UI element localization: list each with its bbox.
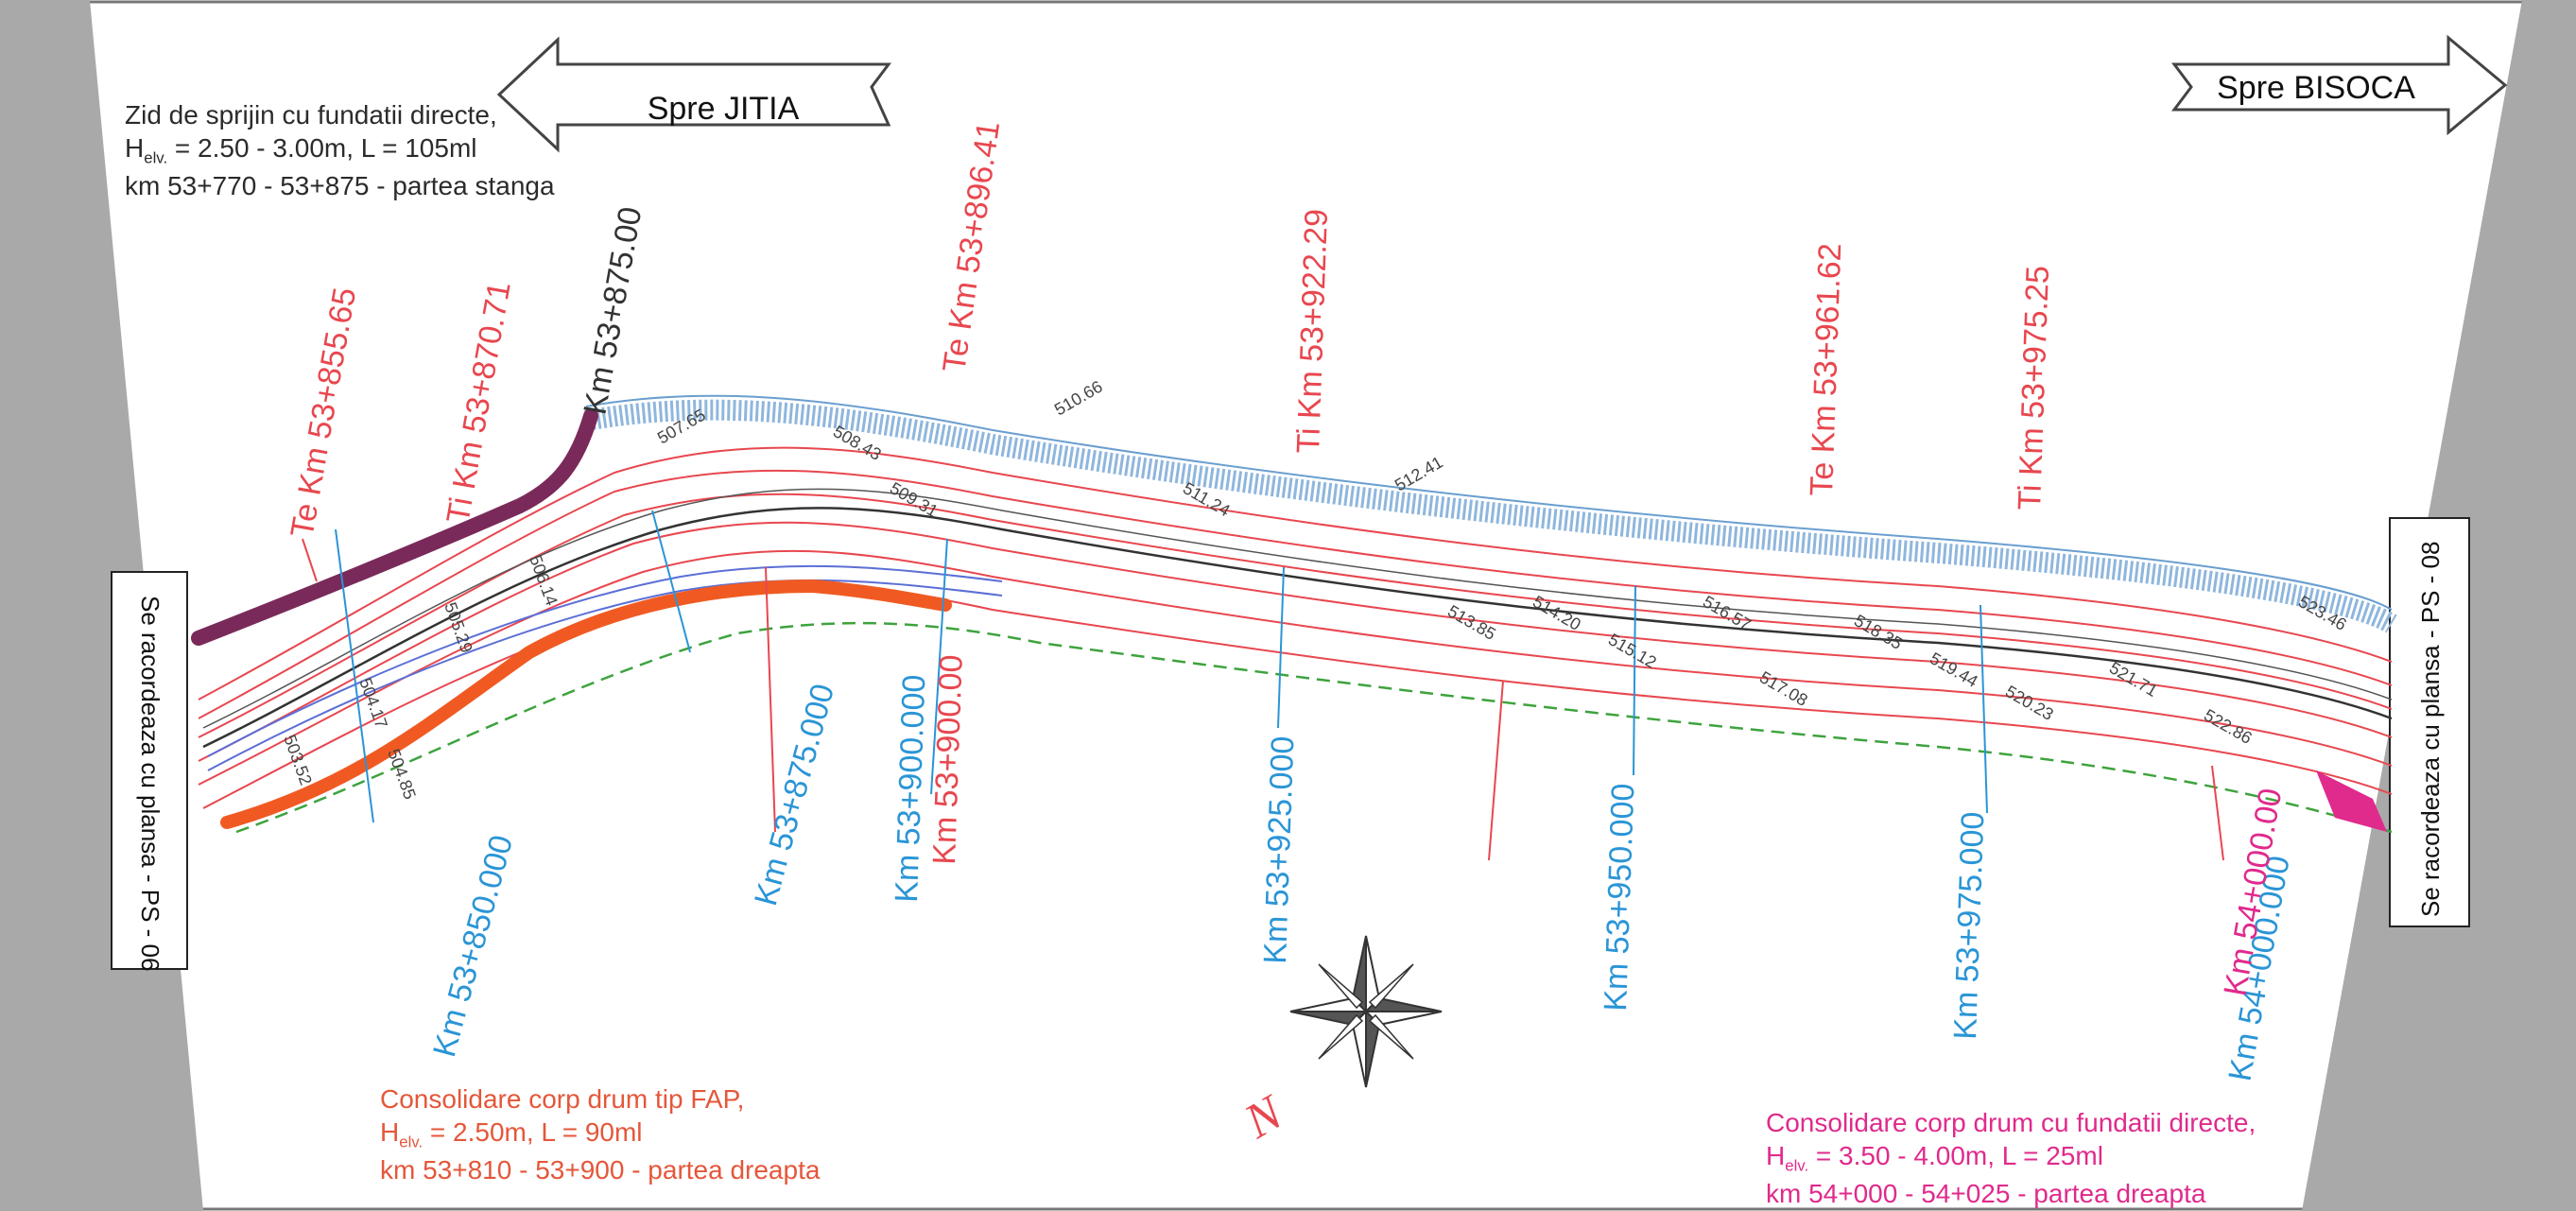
retaining-wall-note-line1: Zid de sprijin cu fundatii directe, xyxy=(125,100,497,130)
retaining-wall-note-line2: Helv. = 2.50 - 3.00m, L = 105ml xyxy=(125,133,477,167)
fap-note-line3: km 53+810 - 53+900 - partea dreapta xyxy=(380,1154,821,1185)
curve-point-label: Ti Km 53+922.29 xyxy=(1290,208,1335,454)
fap-note-line1: Consolidare corp drum tip FAP, xyxy=(380,1084,745,1114)
ditch-line xyxy=(235,621,2393,834)
fap-note-line2: Helv. = 2.50m, L = 90ml xyxy=(380,1117,643,1151)
direct-foundation-note-line1: Consolidare corp drum cu fundatii direct… xyxy=(1766,1108,2256,1137)
chainage-label: Km 53+900.000 xyxy=(889,674,932,903)
direct-foundation-note: Consolidare corp drum cu fundatii direct… xyxy=(1766,1106,2256,1210)
retaining-wall-note-line3: km 53+770 - 53+875 - partea stanga xyxy=(125,170,555,200)
right-connection-box: Se racordeaza cu plansa - PS - 08 xyxy=(2389,517,2470,927)
north-compass-icon xyxy=(1289,935,1443,1088)
left-connection-box: Se racordeaza cu plansa - PS - 06 xyxy=(111,571,188,971)
retaining-wall-left xyxy=(191,408,598,646)
direct-foundation-note-line3: km 54+000 - 54+025 - partea dreapta xyxy=(1766,1178,2206,1208)
curve-point-label: Ti Km 53+975.25 xyxy=(2012,265,2056,510)
direct-foundation-consolidation xyxy=(2316,770,2387,832)
road-blue-edges xyxy=(207,564,1003,771)
chainage-ticks xyxy=(335,510,1988,823)
curve-point-label: Te Km 53+961.62 xyxy=(1804,243,1848,497)
arrow-spre-jitia: Spre JITIA xyxy=(496,36,891,153)
right-connection-label: Se racordeaza cu plansa - PS - 08 xyxy=(2416,542,2445,917)
road-centerline xyxy=(202,488,2393,749)
chainage-label: Km 53+975.000 xyxy=(1947,811,1991,1040)
fap-note: Consolidare corp drum tip FAP, Helv. = 2… xyxy=(380,1082,820,1186)
arrow-spre-jitia-label: Spre JITIA xyxy=(648,91,800,127)
arrow-spre-bisoca: Spre BISOCA xyxy=(2171,34,2508,136)
curve-point-ticks xyxy=(302,538,2224,861)
retaining-wall-note: Zid de sprijin cu fundatii directe, Helv… xyxy=(125,98,555,202)
chainage-label: Km 53+950.000 xyxy=(1598,783,1641,1012)
fap-consolidation xyxy=(220,579,952,829)
road-upper-shoulder xyxy=(584,394,2397,633)
arrow-spre-bisoca-label: Spre BISOCA xyxy=(2217,70,2415,106)
chainage-label: Km 53+925.000 xyxy=(1257,735,1301,964)
chainage-label-red: Km 53+900.00 xyxy=(926,654,970,865)
direct-foundation-note-line2: Helv. = 3.50 - 4.00m, L = 25ml xyxy=(1766,1141,2103,1175)
left-connection-label: Se racordeaza cu plansa - PS - 06 xyxy=(136,596,164,971)
